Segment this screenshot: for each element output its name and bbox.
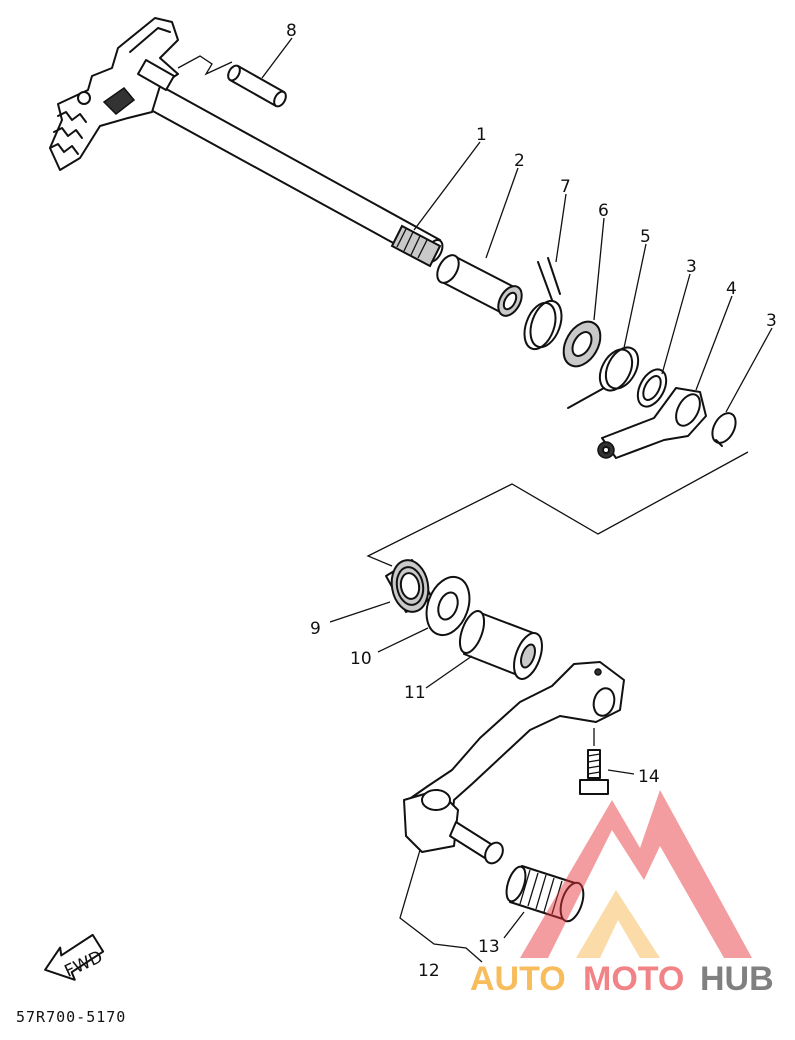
oil-seal-part-9 (385, 559, 433, 613)
leader-lines (261, 37, 773, 963)
washer-part-10 (425, 575, 471, 637)
part-label-4: 4 (726, 279, 737, 299)
watermark-text-auto: AUTO (470, 960, 566, 998)
leader-break-line (177, 55, 233, 76)
circlip-part-3b (711, 412, 737, 447)
part-label-13: 13 (478, 937, 500, 957)
part-number-labels: 1 2 7 6 5 3 4 3 8 9 10 11 14 12 13 (286, 21, 777, 981)
part-label-10: 10 (350, 649, 372, 669)
spring-part-5 (567, 346, 640, 409)
peg-rubber-part-13 (505, 865, 585, 923)
shift-pedal-part-12 (403, 661, 625, 865)
shift-shaft-part-1 (49, 17, 444, 268)
drawing-code: 57R700-5170 (16, 1008, 126, 1026)
part-label-3b: 3 (766, 311, 777, 331)
part-label-5: 5 (640, 227, 651, 247)
collar-part-2 (436, 254, 523, 317)
part-label-2: 2 (514, 151, 525, 171)
part-label-8: 8 (286, 21, 297, 41)
part-label-12: 12 (418, 961, 440, 981)
shift-arm-part-4 (597, 387, 707, 459)
torsion-spring-part-7 (523, 257, 563, 351)
part-label-11: 11 (404, 683, 426, 703)
part-label-6: 6 (598, 201, 609, 221)
watermark-text-moto: MOTO (583, 960, 684, 998)
bolt-part-14 (579, 728, 609, 795)
part-label-7: 7 (560, 177, 571, 197)
circlip-part-3a (636, 368, 668, 408)
part-label-1: 1 (476, 125, 487, 145)
automotohub-watermark-logo: AUTO MOTO HUB (470, 790, 774, 998)
fwd-direction-arrow: FWD (44, 933, 106, 982)
watermark-text-hub: HUB (700, 960, 774, 998)
part-label-3a: 3 (686, 257, 697, 277)
part-label-14: 14 (638, 767, 660, 787)
bushing-part-11 (458, 610, 543, 680)
part-label-9: 9 (310, 619, 321, 639)
group-bracket-line (366, 451, 749, 567)
washer-part-6 (562, 320, 602, 368)
pin-part-8 (227, 64, 287, 108)
